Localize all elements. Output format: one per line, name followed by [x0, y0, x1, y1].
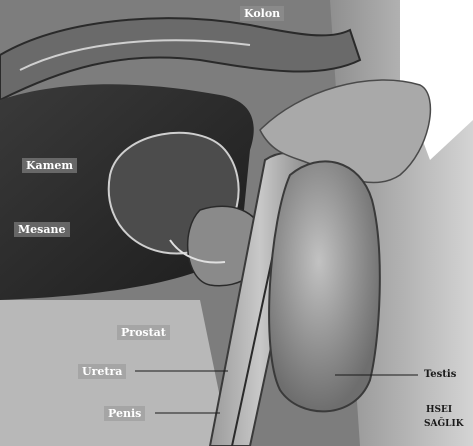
- label-kamem: Kamem: [22, 158, 77, 173]
- testis: [269, 161, 380, 411]
- label-prostat: Prostat: [117, 325, 170, 340]
- label-corner-line1: HSEI: [422, 404, 456, 417]
- label-testis: Testis: [420, 367, 460, 382]
- label-uretra: Uretra: [78, 364, 126, 379]
- label-mesane: Mesane: [14, 222, 70, 237]
- label-penis: Penis: [104, 406, 145, 421]
- label-corner-line2: SAĞLIK: [420, 418, 468, 431]
- label-kolon: Kolon: [240, 6, 284, 21]
